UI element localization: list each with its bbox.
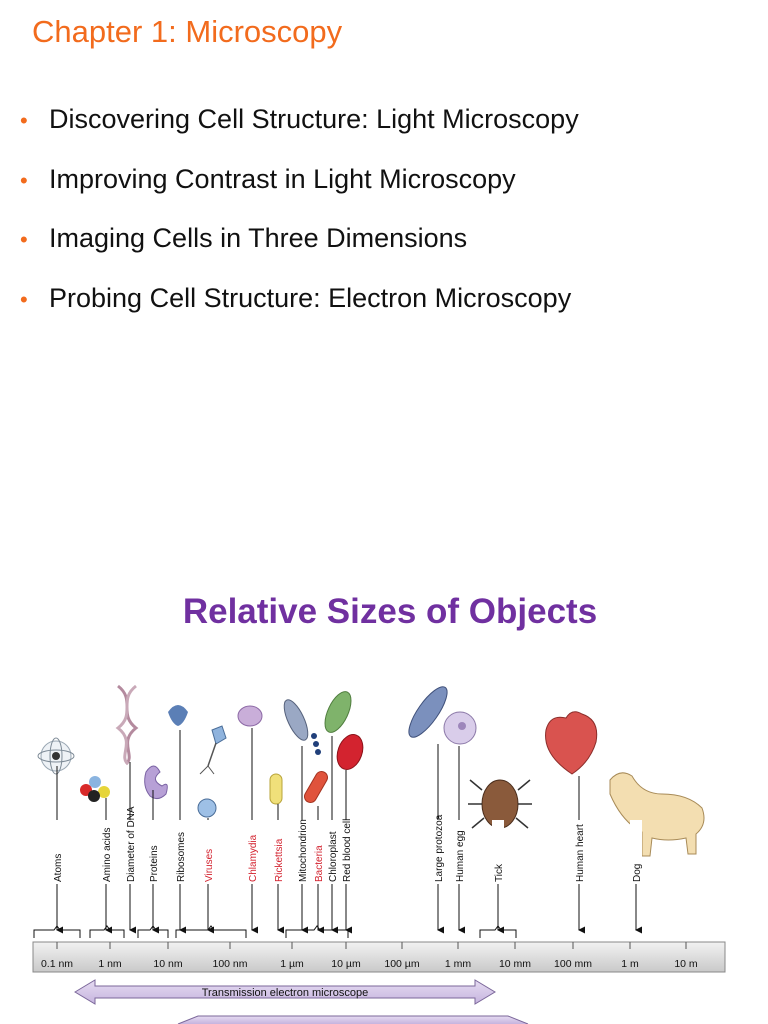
tem-range-band: Transmission electron microscope: [74, 979, 496, 1005]
virus-icon: [197, 725, 227, 818]
tick-icon: [468, 779, 532, 829]
object-label: Amino acids: [102, 828, 113, 882]
scale-ticks: 0.1 nm 1 nm 10 nm 100 nm 1 µm 10 µm 100 µm 1 mm…: [41, 942, 698, 970]
object-label: Bacteria: [314, 845, 325, 882]
scale-tick-label: 10 nm: [153, 958, 182, 970]
human-egg-icon: [443, 711, 477, 745]
scale-tick-label: 100 µm: [384, 958, 419, 970]
protozoa-icon: [408, 686, 448, 738]
scale-tick-label: 10 mm: [499, 958, 531, 970]
object-label: Ribosomes: [176, 832, 187, 882]
protein-icon: [144, 765, 168, 800]
scale-tick-label: 10 µm: [331, 958, 361, 970]
object-label: Chlamydia: [248, 834, 259, 882]
scale-tick-label: 1 m: [621, 958, 639, 970]
object-labels: Atoms Amino acids Diameter of DNA Proteins R…: [33, 728, 643, 938]
scale-tick-label: 1 µm: [280, 958, 304, 970]
scale-tick-label: 0.1 nm: [41, 958, 73, 970]
scale-tick-label: 10 m: [674, 958, 698, 970]
bullet-icon: •: [20, 286, 28, 312]
ribosome-icon: [168, 705, 188, 726]
dna-helix-icon: [115, 684, 139, 766]
red-blood-cell-icon: [336, 734, 364, 770]
size-range-bracket: [33, 925, 81, 938]
object-label: Tick: [494, 863, 505, 882]
size-range-bracket: [137, 925, 169, 938]
scale-tick-label: 100 mm: [554, 958, 592, 970]
topic-text: Probing Cell Structure: Electron Microsc…: [49, 282, 572, 313]
bullet-icon: •: [20, 108, 28, 133]
object-label: Chloroplast: [328, 831, 339, 882]
object-label: Human egg: [455, 830, 466, 882]
object-label: Viruses: [204, 849, 215, 882]
topic-text: Imaging Cells in Three Dimensions: [49, 223, 468, 253]
object-label: Human heart: [575, 824, 586, 882]
scale-tick-label: 100 nm: [212, 958, 247, 970]
object-label: Dog: [632, 864, 643, 882]
size-range-bracket: [89, 925, 125, 938]
size-range-bracket: [285, 925, 349, 938]
chloroplast-icon: [324, 691, 352, 733]
bullet-icon: •: [20, 227, 28, 252]
topic-text: Discovering Cell Structure: Light Micros…: [49, 104, 579, 134]
amino-acid-icon: [80, 776, 110, 802]
chlamydia-icon: [237, 705, 263, 727]
object-label: Mitochondrion: [298, 819, 309, 882]
section-title: Relative Sizes of Objects: [182, 592, 598, 631]
object-label: Large protozoa: [434, 814, 445, 882]
size-range-bracket: [175, 925, 247, 938]
rickettsia-icon: [269, 773, 283, 805]
size-range-bracket: [479, 925, 517, 938]
scale-tick-label: 1 mm: [445, 958, 472, 970]
lm-range-band: [177, 1015, 529, 1024]
bacteria-icon: [304, 733, 328, 804]
object-label: Red blood cell: [342, 819, 353, 882]
scale-tick-label: 1 nm: [98, 958, 122, 970]
object-label: Diameter of DNA: [126, 806, 137, 882]
topic-text: Improving Contrast in Light Microscopy: [49, 163, 516, 194]
heart-icon: [545, 711, 598, 775]
object-label: Atoms: [53, 854, 64, 882]
tem-band-label: Transmission electron microscope: [202, 987, 368, 999]
size-scale-figure: Atoms Amino acids Diameter of DNA Proteins R…: [32, 684, 726, 1024]
atom-icon: [37, 737, 75, 775]
scale-ruler: [32, 941, 726, 973]
bullet-icon: •: [20, 167, 28, 193]
object-label: Proteins: [149, 845, 160, 882]
mitochondrion-icon: [283, 699, 309, 741]
object-label: Rickettsia: [274, 838, 285, 882]
chapter-title: Chapter 1: Microscopy: [32, 14, 343, 49]
dog-icon: [609, 772, 705, 857]
